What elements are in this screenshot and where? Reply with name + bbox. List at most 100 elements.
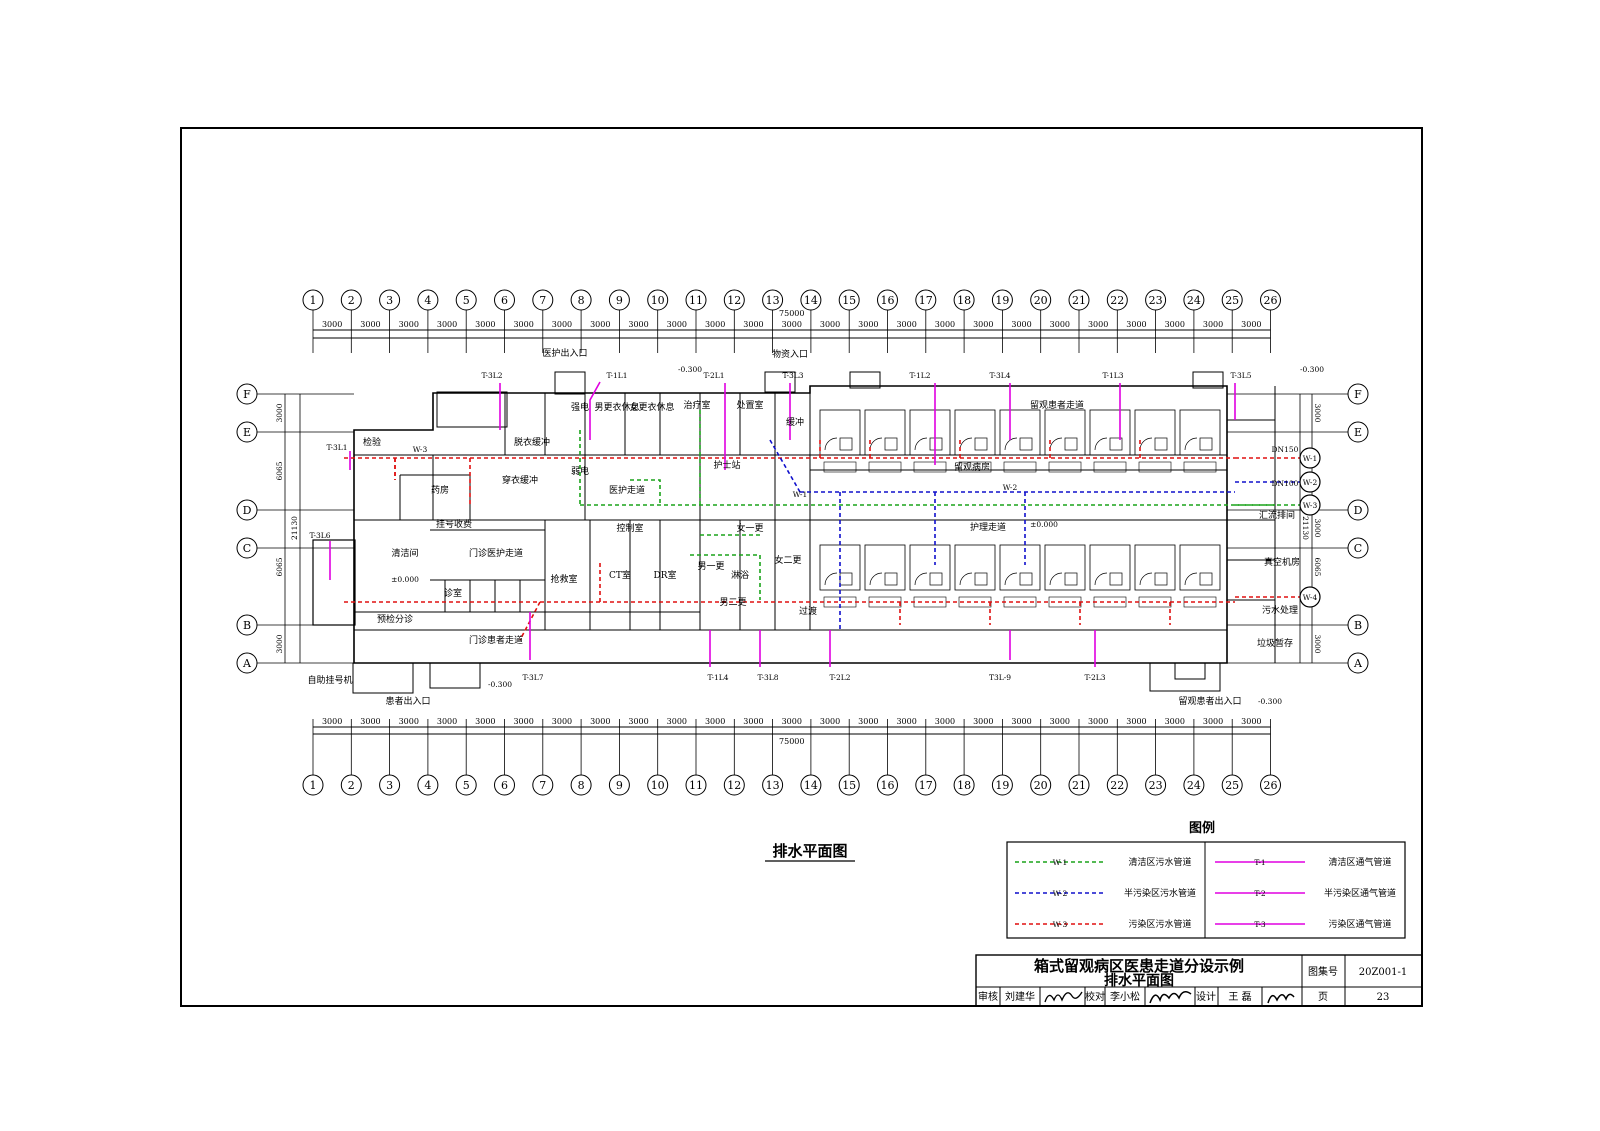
- bay-dimension-label: 3000: [820, 717, 840, 726]
- axis-label: 21: [1072, 779, 1086, 792]
- axis-label: 1: [310, 294, 317, 307]
- column-axes: 7500013000230003300043000530006300073000…: [302, 289, 1281, 796]
- bay-dimension-label: 3000: [1011, 717, 1031, 726]
- axis-label: 6: [501, 294, 508, 307]
- vertical-dimension-label: 3000: [1313, 403, 1322, 422]
- room-label: 控制室: [616, 522, 643, 534]
- room-label: 女更衣休息: [629, 401, 674, 413]
- bay-dimension-label: 3000: [590, 717, 610, 726]
- room-label: DR室: [654, 569, 677, 581]
- pipe-tag: T-3L8: [757, 673, 778, 682]
- row-axis-label: D: [243, 504, 252, 517]
- room-label: 强电: [571, 401, 589, 413]
- bay-dimension-label: 3000: [628, 320, 648, 329]
- bay-dimension-label: 3000: [628, 717, 648, 726]
- axis-label: 12: [727, 779, 741, 792]
- bay-dimension-label: 3000: [935, 717, 955, 726]
- room-label: 女二更: [774, 554, 801, 566]
- room-label: CT室: [609, 569, 631, 581]
- bay-dimension-label: 3000: [935, 320, 955, 329]
- legend-tag: T-1: [1254, 858, 1265, 867]
- room-label: 汇流排间: [1259, 509, 1295, 521]
- axis-label: 3: [386, 294, 393, 307]
- axis-label: 15: [842, 779, 856, 792]
- pipe-tag: T-3L5: [1230, 371, 1251, 380]
- bay-dimension-label: 3000: [437, 320, 457, 329]
- door-swing: [1094, 437, 1108, 451]
- ward-room: [999, 409, 1041, 456]
- axis-label: 6: [501, 779, 508, 792]
- room-label: 过渡: [799, 605, 817, 617]
- pipe-tag: T-3L4: [989, 371, 1010, 380]
- toilet-fixture: [839, 437, 853, 451]
- bed: [913, 461, 947, 473]
- axis-label: 20: [1034, 779, 1048, 792]
- axis-label: 14: [804, 294, 818, 307]
- door-swing: [869, 437, 883, 451]
- bay-dimension-label: 3000: [475, 717, 495, 726]
- axis-label: 20: [1034, 294, 1048, 307]
- ward-room: [1044, 409, 1086, 456]
- title-line1: 箱式留观病区医患走道分设示例: [1034, 957, 1244, 975]
- bay-dimension-label: 3000: [705, 320, 725, 329]
- toilet-fixture: [1154, 437, 1168, 451]
- outfall-circle: [1299, 586, 1321, 608]
- ward-room: [1089, 544, 1131, 591]
- entrance-label: 物资入口: [772, 348, 808, 360]
- axis-label: 10: [651, 779, 665, 792]
- room-label: 留观病房: [954, 461, 990, 473]
- door-swing: [959, 572, 973, 586]
- door-swing: [914, 437, 928, 451]
- total-dimension-label: 75000: [779, 309, 804, 318]
- room-label: 污水处理: [1262, 604, 1298, 616]
- row-axis-label: A: [242, 657, 252, 670]
- axis-label: 23: [1149, 294, 1163, 307]
- page-label: 页: [1318, 991, 1328, 1003]
- pipe-tag: T-2L3: [1084, 673, 1105, 682]
- bay-dimension-label: 3000: [552, 320, 572, 329]
- room-label: 挂号收费: [436, 518, 472, 530]
- room-label: 穿衣缓冲: [502, 474, 538, 486]
- axis-label: 17: [919, 294, 933, 307]
- vertical-dimension-label: 6065: [275, 557, 284, 576]
- axis-label: 16: [881, 779, 895, 792]
- axis-label: 5: [463, 779, 470, 792]
- total-dimension-label: 75000: [779, 737, 804, 746]
- entrance-label: 患者出入口: [385, 695, 430, 707]
- pipe-tag: T-1L1: [606, 371, 627, 380]
- door-swing: [1184, 437, 1198, 451]
- row-axis-label: F: [243, 388, 251, 401]
- design-label: 设计: [1196, 990, 1216, 1003]
- vertical-dimension-label: 3000: [275, 634, 284, 653]
- axis-label: 25: [1225, 779, 1239, 792]
- axis-label: 23: [1149, 779, 1163, 792]
- atlas-label: 图集号: [1308, 965, 1338, 978]
- vertical-dimension-label: 3000: [1313, 518, 1322, 537]
- room-label: 处置室: [736, 399, 763, 411]
- row-axis-label: C: [243, 542, 251, 555]
- elevation-label: -0.300: [678, 365, 702, 374]
- bay-dimension-label: 3000: [1165, 717, 1185, 726]
- drain-pipes: [344, 410, 1275, 641]
- bay-dimension-label: 3000: [743, 320, 763, 329]
- axis-label: 9: [616, 779, 623, 792]
- door-swing: [1004, 572, 1018, 586]
- axis-label: 22: [1110, 779, 1124, 792]
- entrance-label: 留观患者出入口: [1178, 695, 1241, 707]
- bay-dimension-label: 3000: [782, 717, 802, 726]
- elevation-label: -0.300: [488, 680, 512, 689]
- door-swing: [959, 437, 973, 451]
- door-swing: [1139, 572, 1153, 586]
- toilet-fixture: [1199, 437, 1213, 451]
- bed: [1048, 461, 1082, 473]
- outfall-markers: W-1W-2W-3W-4: [1235, 447, 1321, 608]
- outfall-circle: [1299, 494, 1321, 516]
- bay-dimension-label: 3000: [475, 320, 495, 329]
- bay-dimension-label: 3000: [590, 320, 610, 329]
- toilet-fixture: [1064, 437, 1078, 451]
- room-label: 男二更: [719, 597, 746, 608]
- ward-room: [1134, 409, 1176, 456]
- legend-desc: 半污染区通气管道: [1324, 887, 1396, 899]
- interior-walls: [354, 386, 1276, 663]
